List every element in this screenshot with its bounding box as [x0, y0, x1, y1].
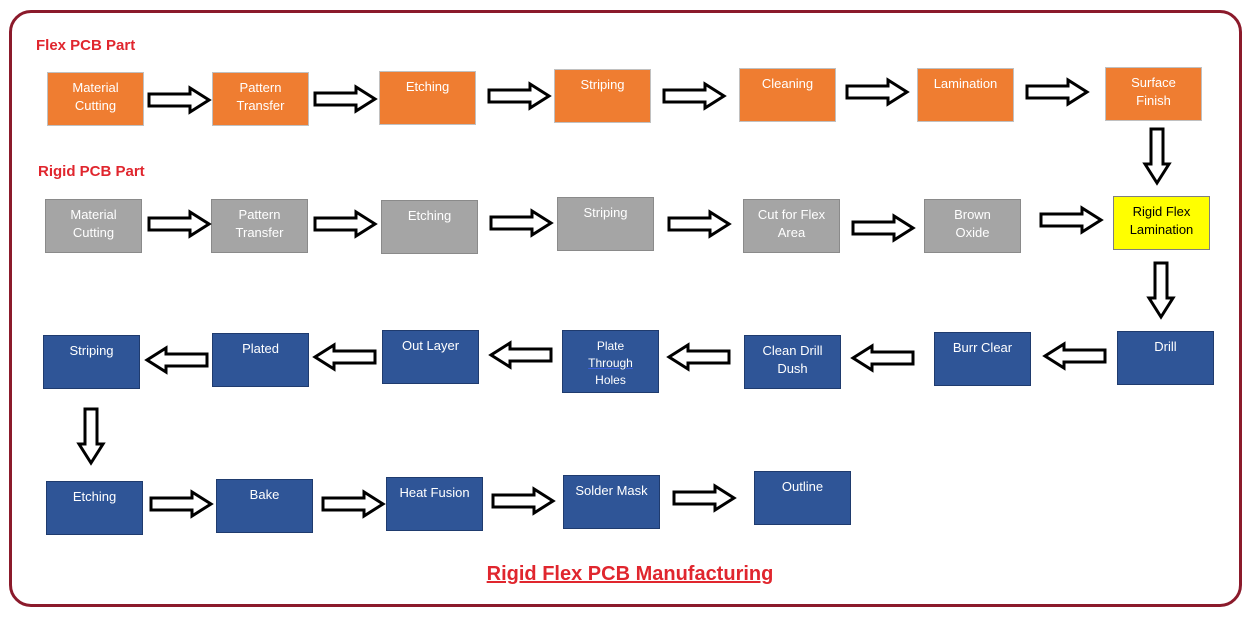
step-label: Plated: [242, 341, 279, 356]
step-label: Striping: [69, 343, 114, 358]
rigid-step-material-cutting: Material Cutting: [45, 199, 142, 253]
arrow-down-icon: [1146, 261, 1176, 320]
arrow-left-icon: [488, 340, 553, 370]
arrow-right-icon: [662, 81, 727, 111]
arrow-right-icon: [1039, 205, 1104, 235]
arrow-right-icon: [147, 209, 212, 239]
step-out-layer: Out Layer: [382, 330, 479, 384]
step-bake: Bake: [216, 479, 313, 533]
flex-step-striping: Striping: [554, 69, 651, 123]
step-label: Clean Drill Dush: [762, 343, 823, 376]
flex-step-surface-finish: Surface Finish: [1105, 67, 1202, 121]
arrow-down-icon: [76, 407, 106, 466]
rigid-step-etching: Etching: [381, 200, 478, 254]
step-etching-2: Etching: [46, 481, 143, 535]
arrow-right-icon: [489, 208, 554, 238]
arrow-right-icon: [487, 81, 552, 111]
arrow-left-icon: [144, 345, 209, 375]
step-striping-2: Striping: [43, 335, 140, 389]
diagram-title: Rigid Flex PCB Manufacturing: [486, 563, 774, 585]
step-label-line-2: Through: [588, 356, 633, 370]
diagram-frame: [9, 10, 1242, 607]
step-drill: Drill: [1117, 331, 1214, 385]
step-outline: Outline: [754, 471, 851, 525]
arrow-right-icon: [321, 489, 386, 519]
arrow-right-icon: [147, 85, 212, 115]
step-label: Striping: [583, 205, 628, 220]
flex-section-title: Flex PCB Part: [36, 37, 136, 54]
arrow-right-icon: [851, 213, 916, 243]
flex-step-material-cutting: Material Cutting: [47, 72, 144, 126]
step-label-line-1: Plate: [596, 339, 625, 353]
arrow-right-icon: [149, 489, 214, 519]
arrow-right-icon: [667, 209, 732, 239]
step-label: Surface Finish: [1131, 75, 1176, 108]
step-label: Heat Fusion: [399, 485, 470, 500]
arrow-right-icon: [491, 486, 556, 516]
step-plate-through-holes: Plate Through Holes: [562, 330, 659, 393]
rigid-step-pattern-transfer: Pattern Transfer: [211, 199, 308, 253]
step-solder-mask: Solder Mask: [563, 475, 660, 529]
arrow-left-icon: [312, 342, 377, 372]
step-label: Etching: [407, 208, 452, 223]
arrow-right-icon: [313, 84, 378, 114]
rigid-step-cut-for-flex-area: Cut for Flex Area: [743, 199, 840, 253]
flex-step-etching: Etching: [379, 71, 476, 125]
step-label: Out Layer: [401, 338, 460, 353]
flex-step-lamination: Lamination: [917, 68, 1014, 122]
rigid-step-striping: Striping: [557, 197, 654, 251]
arrow-right-icon: [672, 483, 737, 513]
arrow-left-icon: [666, 342, 731, 372]
arrow-right-icon: [1025, 77, 1090, 107]
arrow-right-icon: [313, 209, 378, 239]
arrow-left-icon: [1042, 341, 1107, 371]
step-burr-clear: Burr Clear: [934, 332, 1031, 386]
step-plated: Plated: [212, 333, 309, 387]
rigid-step-brown-oxide: Brown Oxide: [924, 199, 1021, 253]
step-label: Rigid Flex Lamination: [1129, 204, 1194, 237]
step-label: Cut for Flex Area: [757, 207, 826, 240]
step-label: Solder Mask: [575, 483, 648, 498]
step-rigid-flex-lamination: Rigid Flex Lamination: [1113, 196, 1210, 250]
flex-step-cleaning: Cleaning: [739, 68, 836, 122]
arrow-left-icon: [850, 343, 915, 373]
step-heat-fusion: Heat Fusion: [386, 477, 483, 531]
arrow-down-icon: [1142, 127, 1172, 186]
step-label: Pattern Transfer: [236, 80, 285, 113]
rigid-section-title: Rigid PCB Part: [38, 163, 145, 180]
step-clean-drill-dush: Clean Drill Dush: [744, 335, 841, 389]
step-label-line-3: Holes: [595, 373, 626, 387]
step-label: Bake: [249, 487, 280, 502]
step-label: Burr Clear: [952, 340, 1013, 355]
step-label: Drill: [1154, 339, 1177, 354]
step-label: Brown Oxide: [954, 207, 991, 240]
step-label: Outline: [781, 479, 824, 494]
step-label: Material Cutting: [72, 80, 119, 113]
step-label: Striping: [580, 77, 625, 92]
flex-step-pattern-transfer: Pattern Transfer: [212, 72, 309, 126]
step-label: Pattern Transfer: [235, 207, 284, 240]
arrow-right-icon: [845, 77, 910, 107]
step-label: Etching: [405, 79, 450, 94]
step-label: Cleaning: [761, 76, 814, 91]
step-label: Etching: [72, 489, 117, 504]
step-label: Material Cutting: [70, 207, 117, 240]
step-label: Lamination: [933, 76, 998, 91]
